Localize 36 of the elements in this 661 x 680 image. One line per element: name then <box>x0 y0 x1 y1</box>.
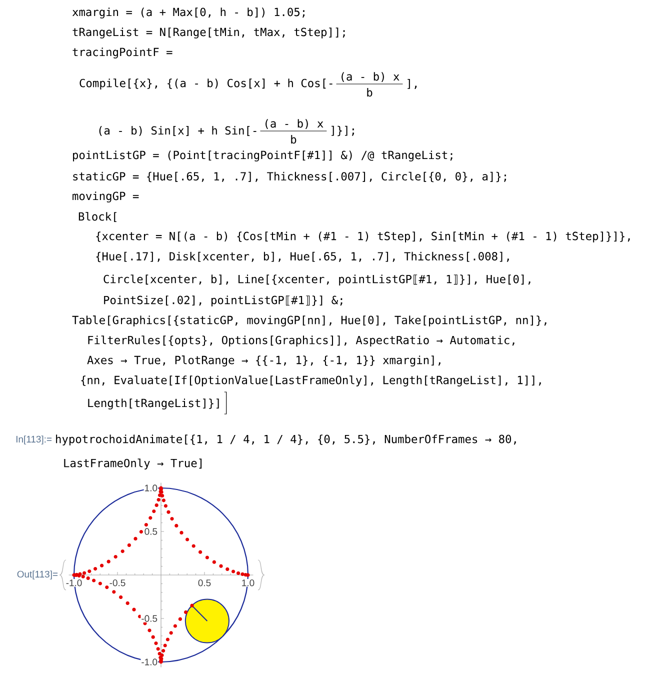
code-line: (a - b) Sin[x] + h Sin[- <box>99 126 256 136</box>
code-line: pointListGP = (Point[tracingPointF[#1]] &) /@ tRangeList; <box>73 150 452 162</box>
fraction-denominator: b <box>291 135 296 144</box>
code-line: movingGP = <box>72 192 139 202</box>
fraction-denominator: b <box>367 88 372 97</box>
fraction-numerator: (a - b) x <box>342 72 400 82</box>
tick-label: -1.0 <box>140 658 158 666</box>
code-line: xmargin = (a + Max[0, h - b]) 1.05; <box>72 8 304 18</box>
code-line: Table[Graphics[{staticGP, movingGP[nn], Hue[0], Take[pointListGP, nn]}, <box>72 316 546 326</box>
code-line: ]}]; <box>332 126 354 136</box>
code-line: FilterRules[{opts}, Options[Graphics]], AspectRatio → Automatic, <box>88 336 514 346</box>
tick-label: -0.5 <box>108 579 126 587</box>
code-line: {xcenter = N[(a - b) {Cos[tMin + (#1 - 1) tStep], Sin[tMin + (#1 - 1) tStep]}]}, <box>96 232 630 242</box>
code-line: ], <box>408 79 417 90</box>
code-line: Block[ <box>78 212 116 222</box>
code-line: hypotrochoidAnimate[{1, 1 / 4, 1 / 4}, {0, 5.5}, NumberOfFrames → 80, <box>56 434 516 446</box>
tick-label: 1.0 <box>144 484 158 492</box>
tick-label: 1.0 <box>240 579 256 587</box>
code-line: Compile[{x}, {(a - b) Cos[x] + h Cos[- <box>80 78 332 90</box>
code-line: Circle[xcenter, b], Line[{xcenter, pointListGP⟦#1, 1⟧}], Hue[0], <box>104 274 530 286</box>
code-line: tRangeList = N[Range[tMin, tMax, tStep]]; <box>72 28 345 38</box>
code-line: PointSize[.02], pointListGP⟦#1⟧}] &; <box>104 296 342 306</box>
tick-label: 0.5 <box>197 579 212 587</box>
code-line: {nn, Evaluate[If[OptionValue[LastFrameOnly], Length[tRangeList], 1]], <box>81 376 541 386</box>
tick-label: -1.0 <box>65 579 83 587</box>
prompt-label: Out[113]= <box>17 570 58 580</box>
code-line: LastFrameOnly → True] <box>64 458 202 470</box>
prompt-label: In[113]:= <box>16 436 52 444</box>
tick-label: 0.5 <box>144 528 158 536</box>
code-line: Length[tRangeList]}] <box>88 398 219 410</box>
code-line: tracingPointF = <box>72 48 172 58</box>
code-line: Axes → True, PlotRange → {{-1, 1}, {-1, 1}} xmargin], <box>87 356 440 366</box>
tick-label: -0.5 <box>140 614 158 622</box>
code-line: staticGP = {Hue[.65, 1, .7], Thickness[.007], Circle[{0, 0}, a]}; <box>73 172 506 182</box>
code-line: {Hue[.17], Disk[xcenter, b], Hue[.65, 1, .7], Thickness[.008], <box>96 252 509 262</box>
fraction-numerator: (a - b) x <box>266 119 324 129</box>
